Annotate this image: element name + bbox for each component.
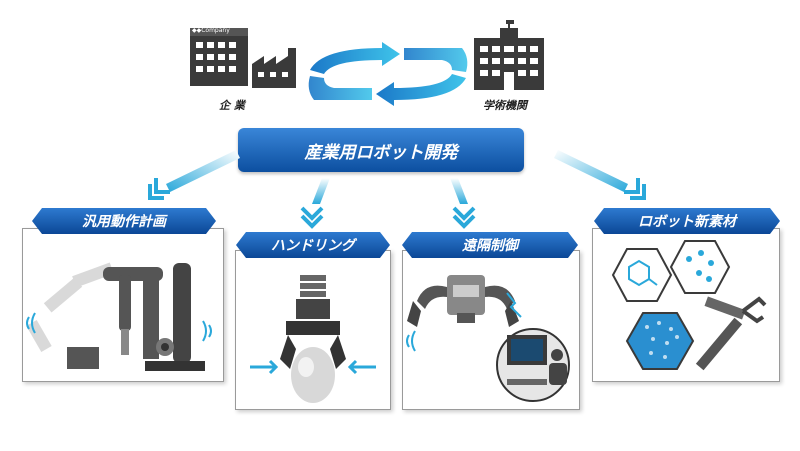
factory-icon	[250, 44, 306, 88]
chevron-left-down-icon	[140, 148, 240, 208]
card-new-materials	[592, 228, 780, 382]
academia-building-icon	[470, 20, 548, 90]
category-label-remote-control: 遠隔制御	[402, 232, 578, 258]
academia-label: 学術機関	[483, 99, 527, 112]
robot-arm-illustration	[26, 262, 212, 371]
cycle-arrows	[302, 40, 474, 108]
card-motion-planning	[22, 228, 224, 382]
category-label-new-materials: ロボット新素材	[594, 208, 780, 234]
company-sign: ◆◆Company	[192, 27, 230, 34]
main-title-banner: 産業用ロボット開発	[238, 128, 524, 172]
category-label-motion-planning: 汎用動作計画	[32, 208, 216, 234]
company-building-icon	[188, 24, 252, 86]
gripper-illustration	[250, 275, 376, 403]
chevron-down-icon	[444, 178, 484, 230]
card-handling	[235, 250, 391, 410]
card-remote-control	[402, 250, 580, 410]
chevron-right-down-icon	[554, 148, 654, 208]
chevron-down-icon	[296, 178, 336, 230]
company-label: 企 業	[219, 99, 245, 112]
materials-illustration	[611, 240, 767, 371]
remote-control-illustration	[406, 275, 570, 402]
category-label-handling: ハンドリング	[236, 232, 390, 258]
